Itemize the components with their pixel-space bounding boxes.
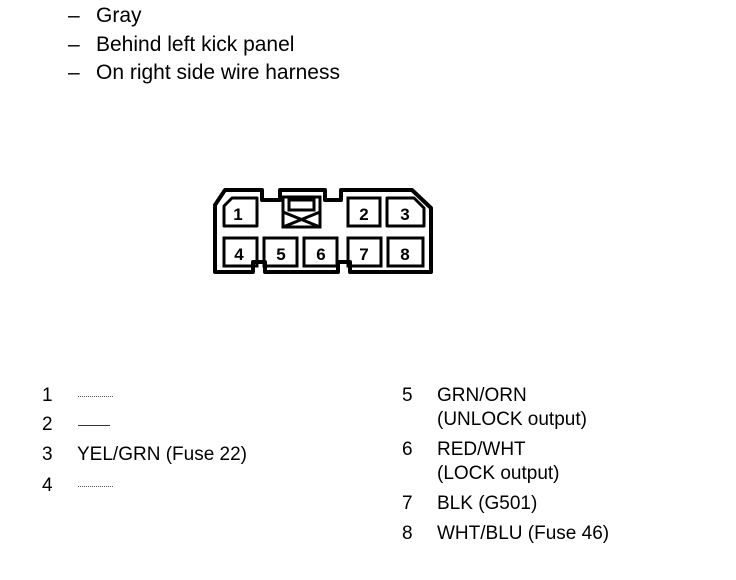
pin-label-4: 4 xyxy=(234,245,244,264)
pin-number: 6 xyxy=(402,439,413,460)
header-line-color: –Gray xyxy=(68,4,142,28)
cavity-1 xyxy=(222,196,259,228)
header-dash: – xyxy=(68,33,80,56)
pinout-row-8: 8 WHT/BLU (Fuse 46) xyxy=(402,522,722,546)
pin-label-5: 5 xyxy=(276,245,285,264)
pinout-row-1: 1 xyxy=(42,384,322,408)
connector-color-text: Gray xyxy=(96,4,142,27)
pinout-row-2: 2 xyxy=(42,413,322,437)
cavity-8 xyxy=(386,236,425,268)
pinout-row-5: 5 GRN/ORN (UNLOCK output) xyxy=(402,384,702,434)
pin-unused-marker xyxy=(78,486,113,487)
pinout-row-7: 7 BLK (G501) xyxy=(402,492,702,516)
pin-wire-description: BLK (G501) xyxy=(437,493,538,514)
header-dash: – xyxy=(68,4,80,27)
pin-wire-description: YEL/GRN (Fuse 22) xyxy=(77,444,247,465)
pin-number: 2 xyxy=(42,414,53,435)
header-line-harness: –On right side wire harness xyxy=(68,61,340,85)
pin-number: 4 xyxy=(42,475,53,496)
pin-label-1: 1 xyxy=(233,205,242,224)
pinout-row-4: 4 xyxy=(42,474,322,498)
cavity-6 xyxy=(302,236,339,268)
pin-wire-description: WHT/BLU (Fuse 46) xyxy=(437,523,610,544)
pin-label-6: 6 xyxy=(316,245,325,264)
lock-tab-cross xyxy=(282,210,321,229)
connector-location-text: Behind left kick panel xyxy=(96,33,295,56)
pin-unused-marker xyxy=(78,396,113,397)
cavity-7 xyxy=(346,236,383,268)
pin-label-8: 8 xyxy=(400,245,409,264)
connector-harness-text: On right side wire harness xyxy=(96,61,340,84)
pin-unused-marker xyxy=(78,425,110,426)
cavity-3 xyxy=(385,196,426,228)
cavity-2 xyxy=(346,196,382,228)
lock-tab-inner xyxy=(287,198,316,212)
pin-label-7: 7 xyxy=(359,245,368,264)
pin-number: 8 xyxy=(402,523,413,544)
cavity-4 xyxy=(222,236,259,268)
pin-number: 7 xyxy=(402,493,413,514)
pin-function-note: (UNLOCK output) xyxy=(437,409,587,430)
pin-number: 3 xyxy=(42,444,53,465)
pin-wire-description: RED/WHT xyxy=(437,439,526,460)
header-dash: – xyxy=(68,61,80,84)
cavity-5 xyxy=(262,236,299,268)
pinout-row-3: 3 YEL/GRN (Fuse 22) xyxy=(42,443,342,467)
pin-number: 1 xyxy=(42,385,53,406)
pin-number: 5 xyxy=(402,385,413,406)
pinout-row-6: 6 RED/WHT (LOCK output) xyxy=(402,438,702,488)
pin-wire-description: GRN/ORN xyxy=(437,385,527,406)
pin-function-note: (LOCK output) xyxy=(437,463,560,484)
pin-label-2: 2 xyxy=(359,205,368,224)
header-line-location: –Behind left kick panel xyxy=(68,33,294,57)
pin-label-3: 3 xyxy=(400,205,409,224)
